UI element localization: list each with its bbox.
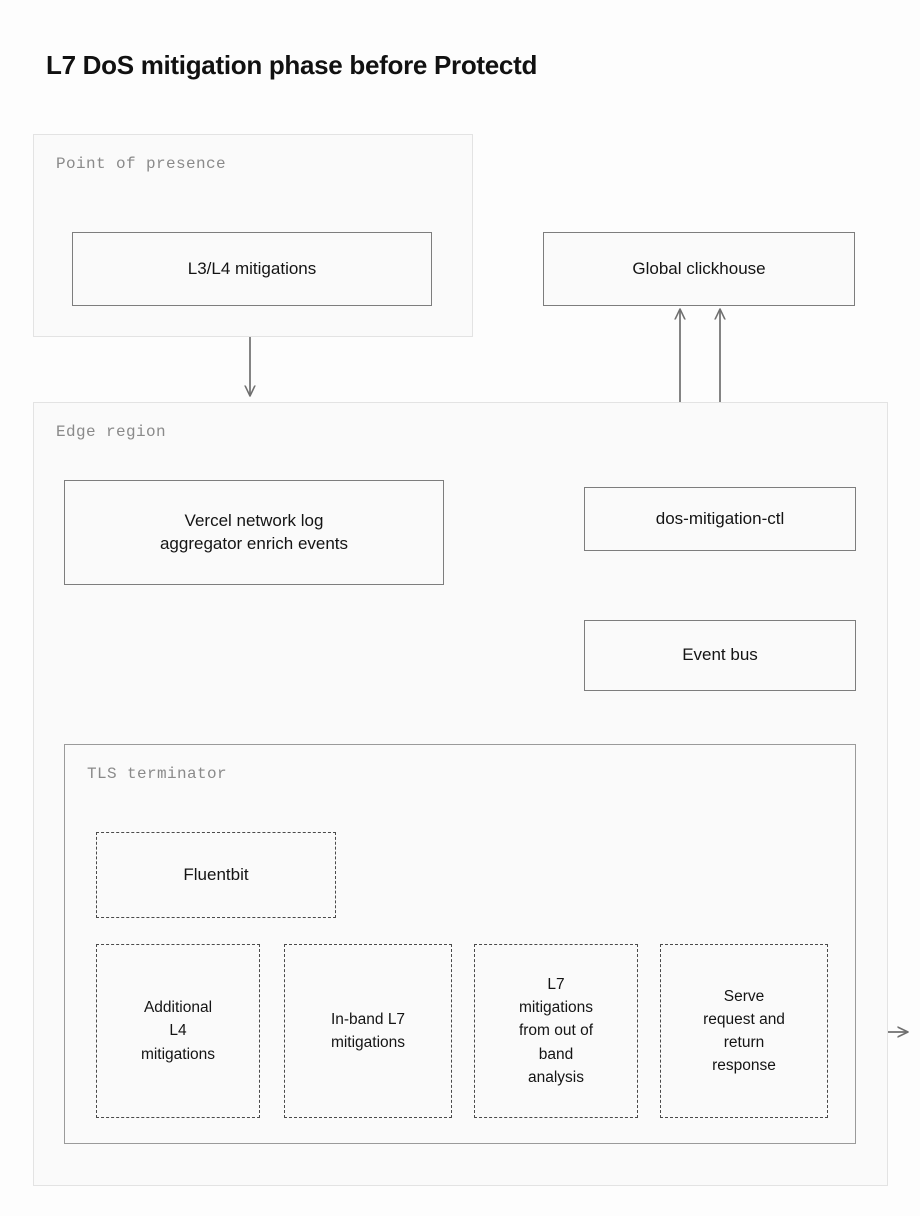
node-label-inband-l7-line1: In-band L7 [330,1010,406,1028]
node-label-oob-line1: L7 [547,975,565,993]
node-label-additional-l4-line2: L4 [169,1022,187,1040]
page-title: L7 DoS mitigation phase before Protectd [46,50,538,80]
node-label-oob-line3: from out of [518,1022,594,1040]
node-label-serve-line3: return [723,1034,765,1051]
node-event-bus[interactable]: Event bus [584,620,856,691]
node-label-aggregator-line2: aggregator enrich events [159,533,349,553]
node-dos-mitigation-ctl[interactable]: dos-mitigation-ctl [584,487,856,551]
node-l3l4-mitigations[interactable]: L3/L4 mitigations [72,232,432,306]
node-label-additional-l4-line3: mitigations [140,1045,216,1063]
node-vercel-aggregator[interactable]: Vercel network log aggregator enrich eve… [64,480,444,585]
node-label-event-bus: Event bus [682,645,758,665]
node-label-aggregator-line1: Vercel network log [184,510,324,530]
node-label-serve-line1: Serve [723,987,765,1005]
node-label-serve-line2: request and [703,1010,785,1028]
node-fluentbit[interactable]: Fluentbit [96,832,336,918]
group-label-point-of-presence: Point of presence [56,155,227,173]
node-label-oob-line4: band [538,1045,574,1063]
group-label-edge-region: Edge region [56,423,167,441]
node-label-inband-l7-line2: mitigations [330,1034,406,1051]
node-label-serve-line4: response [712,1057,776,1075]
node-additional-l4-mitigations[interactable]: Additional L4 mitigations [96,944,260,1118]
node-label-fluentbit: Fluentbit [183,864,249,884]
node-label-dos-ctl: dos-mitigation-ctl [655,508,785,528]
group-label-tls-terminator: TLS terminator [87,765,228,783]
node-label-oob-line5: analysis [528,1068,584,1086]
node-global-clickhouse[interactable]: Global clickhouse [543,232,855,306]
node-inband-l7-mitigations[interactable]: In-band L7 mitigations [284,944,452,1118]
node-label-l3l4: L3/L4 mitigations [187,258,317,278]
node-label-oob-line2: mitigations [518,999,594,1017]
node-label-additional-l4-line1: Additional [143,999,213,1017]
node-oob-l7-mitigations[interactable]: L7 mitigations from out of band analysis [474,944,638,1118]
node-label-clickhouse: Global clickhouse [632,258,766,278]
node-serve-request[interactable]: Serve request and return response [660,944,828,1118]
